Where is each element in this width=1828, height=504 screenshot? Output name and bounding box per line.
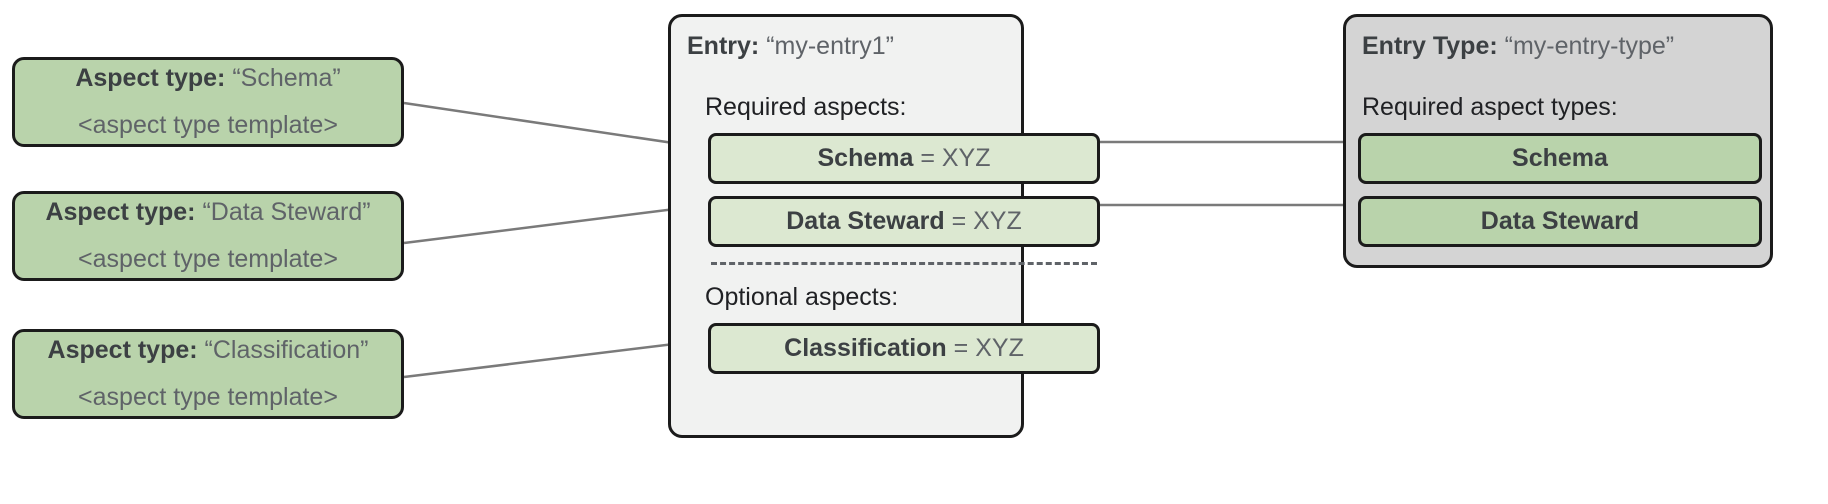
entry-type-aspect-data-steward-name: Data Steward — [1480, 207, 1640, 235]
entry-type-key-label: Entry Type: — [1362, 32, 1498, 60]
aspect-type-schema-template: <aspect type template> — [78, 111, 338, 139]
entry-aspect-data-steward-name: Data Steward — [786, 207, 945, 235]
aspect-type-data-steward-key: Aspect type: — [45, 198, 196, 226]
entry-section-divider — [711, 262, 1097, 265]
entry-required-aspects-label: Required aspects: — [705, 93, 907, 121]
entry-type-required-label: Required aspect types: — [1362, 93, 1618, 121]
entry-type-aspect-schema-name: Schema — [1512, 144, 1608, 172]
entry-card[interactable]: Entry: “my-entry1” Required aspects: Sch… — [668, 14, 1100, 438]
aspect-type-classification-template: <aspect type template> — [78, 383, 338, 411]
aspect-type-schema-title: Aspect type: “Schema” — [75, 66, 340, 91]
connector-classification-to-entry — [403, 338, 708, 379]
entry-type-card-title: Entry Type: “my-entry-type” — [1362, 34, 1674, 59]
aspect-type-classification-title: Aspect type: “Classification” — [48, 338, 369, 363]
entry-optional-aspects-label: Optional aspects: — [705, 283, 899, 311]
aspect-type-schema-key: Aspect type: — [75, 64, 226, 92]
aspect-type-classification-key: Aspect type: — [47, 336, 198, 364]
entry-type-aspect-schema[interactable]: Schema — [1358, 133, 1762, 184]
entry-aspect-schema-value: = XYZ — [920, 144, 991, 172]
entry-aspect-classification-name: Classification — [784, 334, 947, 362]
connector-schema-to-entry — [403, 101, 708, 150]
aspect-type-schema-name: “Schema” — [232, 64, 341, 92]
entry-aspect-schema-name: Schema — [817, 144, 914, 172]
entry-aspect-classification-value: = XYZ — [953, 334, 1024, 362]
aspect-type-card-data-steward[interactable]: Aspect type: “Data Steward” <aspect type… — [12, 191, 404, 281]
aspect-type-classification-name: “Classification” — [204, 336, 369, 364]
entry-aspect-schema-text: Schema = XYZ — [817, 146, 990, 171]
aspect-type-data-steward-name: “Data Steward” — [202, 198, 371, 226]
aspect-type-data-steward-template: <aspect type template> — [78, 245, 338, 273]
aspect-type-card-schema[interactable]: Aspect type: “Schema” <aspect type templ… — [12, 57, 404, 147]
entry-name: “my-entry1” — [766, 32, 894, 60]
entry-type-aspect-data-steward[interactable]: Data Steward — [1358, 196, 1762, 247]
entry-type-card[interactable]: Entry Type: “my-entry-type” Required asp… — [1343, 14, 1773, 268]
entry-card-title: Entry: “my-entry1” — [687, 34, 894, 59]
entry-aspect-data-steward-value: = XYZ — [951, 207, 1022, 235]
entry-aspect-data-steward-text: Data Steward = XYZ — [786, 209, 1022, 234]
aspect-type-card-classification[interactable]: Aspect type: “Classification” <aspect ty… — [12, 329, 404, 419]
entry-key-label: Entry: — [687, 32, 760, 60]
entry-aspect-schema[interactable]: Schema = XYZ — [708, 133, 1100, 184]
entry-aspect-data-steward[interactable]: Data Steward = XYZ — [708, 196, 1100, 247]
entry-type-name: “my-entry-type” — [1504, 32, 1675, 60]
entry-aspect-classification[interactable]: Classification = XYZ — [708, 323, 1100, 374]
aspect-type-data-steward-title: Aspect type: “Data Steward” — [45, 200, 370, 225]
connector-steward-to-entry — [403, 203, 708, 245]
entry-aspect-classification-text: Classification = XYZ — [784, 336, 1024, 361]
